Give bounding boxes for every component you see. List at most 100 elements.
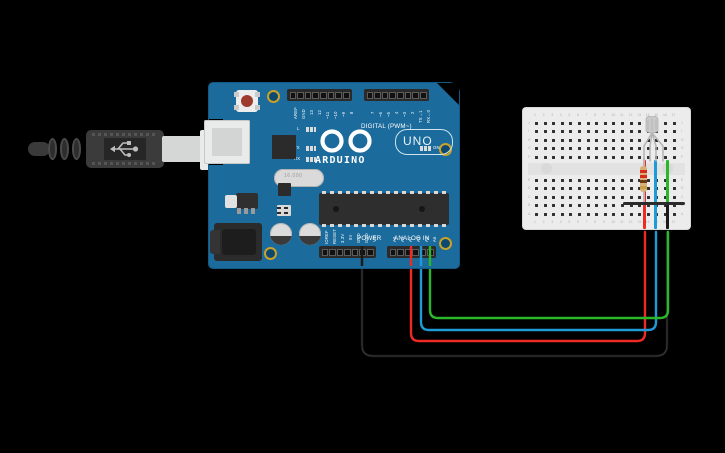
breadboard-hole[interactable]	[543, 187, 547, 191]
breadboard-hole[interactable]	[552, 130, 556, 134]
breadboard-hole[interactable]	[621, 155, 624, 159]
breadboard-hole[interactable]	[552, 122, 556, 125]
breadboard-hole[interactable]	[603, 130, 607, 134]
breadboard-hole[interactable]	[612, 187, 616, 191]
breadboard-hole[interactable]	[578, 195, 581, 199]
breadboard-hole[interactable]	[569, 122, 573, 125]
breadboard-hole[interactable]	[535, 212, 538, 216]
breadboard-hole[interactable]	[638, 147, 642, 151]
bb-wire-gnd[interactable]	[666, 203, 669, 229]
breadboard-hole[interactable]	[552, 179, 556, 182]
digital-header-left[interactable]	[287, 89, 352, 101]
breadboard-hole[interactable]	[629, 122, 633, 125]
breadboard-hole[interactable]	[629, 130, 633, 134]
breadboard-hole[interactable]	[638, 179, 642, 182]
breadboard-hole[interactable]	[672, 122, 676, 125]
breadboard-hole[interactable]	[672, 138, 676, 142]
breadboard-hole[interactable]	[612, 204, 616, 208]
breadboard-hole[interactable]	[646, 187, 650, 191]
breadboard-hole[interactable]	[535, 187, 538, 191]
breadboard-hole[interactable]	[603, 204, 607, 208]
breadboard-hole[interactable]	[655, 155, 659, 159]
breadboard-hole[interactable]	[655, 179, 659, 182]
breadboard-hole[interactable]	[586, 130, 590, 134]
breadboard-hole[interactable]	[603, 179, 607, 182]
breadboard-hole[interactable]	[543, 195, 547, 199]
breadboard-hole[interactable]	[612, 138, 616, 142]
breadboard-hole[interactable]	[560, 138, 564, 142]
breadboard-hole[interactable]	[664, 138, 667, 142]
breadboard-hole[interactable]	[603, 122, 607, 125]
breadboard-hole[interactable]	[535, 195, 538, 199]
breadboard-hole[interactable]	[586, 147, 590, 151]
breadboard-hole[interactable]	[543, 212, 547, 216]
breadboard-hole[interactable]	[621, 195, 624, 199]
breadboard-hole[interactable]	[535, 147, 538, 151]
breadboard-hole[interactable]	[578, 138, 581, 142]
breadboard-hole[interactable]	[629, 138, 633, 142]
breadboard-hole[interactable]	[560, 155, 564, 159]
breadboard-hole[interactable]	[638, 122, 642, 125]
breadboard-hole[interactable]	[578, 179, 581, 182]
breadboard-hole[interactable]	[569, 155, 573, 159]
breadboard-hole[interactable]	[621, 204, 624, 208]
breadboard-hole[interactable]	[552, 147, 556, 151]
breadboard-hole[interactable]	[655, 195, 659, 199]
breadboard-hole[interactable]	[672, 155, 676, 159]
breadboard-hole[interactable]	[552, 195, 556, 199]
rgb-led[interactable]	[629, 116, 677, 162]
breadboard-hole[interactable]	[560, 212, 564, 216]
breadboard-hole[interactable]	[535, 130, 538, 134]
breadboard-hole[interactable]	[578, 130, 581, 134]
breadboard-hole[interactable]	[560, 179, 564, 182]
breadboard-hole[interactable]	[655, 187, 659, 191]
breadboard-hole[interactable]	[629, 204, 633, 208]
breadboard-hole[interactable]	[612, 212, 616, 216]
breadboard-hole[interactable]	[646, 195, 650, 199]
ground-jumper-wire[interactable]	[623, 202, 685, 205]
breadboard-hole[interactable]	[543, 130, 547, 134]
breadboard-hole[interactable]	[603, 195, 607, 199]
breadboard-hole[interactable]	[612, 195, 616, 199]
breadboard-hole[interactable]	[655, 212, 659, 216]
breadboard-hole[interactable]	[586, 179, 590, 182]
breadboard-hole[interactable]	[603, 187, 607, 191]
breadboard-hole[interactable]	[655, 204, 659, 208]
breadboard-hole[interactable]	[612, 130, 616, 134]
barrel-power-jack[interactable]	[210, 223, 262, 261]
breadboard-hole[interactable]	[664, 122, 667, 125]
breadboard-hole[interactable]	[578, 122, 581, 125]
digital-header-right[interactable]	[364, 89, 429, 101]
breadboard-hole[interactable]	[629, 195, 633, 199]
breadboard-hole[interactable]	[569, 212, 573, 216]
usb-type-b-jack[interactable]	[204, 120, 250, 164]
breadboard-hole[interactable]	[664, 187, 667, 191]
breadboard-hole[interactable]	[603, 212, 607, 216]
breadboard-hole[interactable]	[621, 130, 624, 134]
breadboard-hole[interactable]	[672, 187, 676, 191]
breadboard-hole[interactable]	[621, 179, 624, 182]
breadboard-hole[interactable]	[535, 122, 538, 125]
breadboard-hole[interactable]	[586, 187, 590, 191]
breadboard-hole[interactable]	[646, 179, 650, 182]
breadboard-hole[interactable]	[672, 130, 676, 134]
breadboard-hole[interactable]	[569, 138, 573, 142]
breadboard-hole[interactable]	[595, 147, 599, 151]
breadboard-hole[interactable]	[603, 138, 607, 142]
breadboard-hole[interactable]	[560, 187, 564, 191]
breadboard-hole[interactable]	[569, 204, 573, 208]
breadboard-hole[interactable]	[664, 147, 667, 151]
breadboard-hole[interactable]	[655, 138, 659, 142]
breadboard-hole[interactable]	[569, 147, 573, 151]
bb-wire-blue[interactable]	[654, 160, 657, 229]
breadboard-hole[interactable]	[646, 204, 650, 208]
breadboard-hole[interactable]	[578, 155, 581, 159]
breadboard-hole[interactable]	[646, 147, 650, 151]
breadboard-hole[interactable]	[664, 130, 667, 134]
breadboard-hole[interactable]	[586, 195, 590, 199]
breadboard-hole[interactable]	[543, 147, 547, 151]
breadboard-hole[interactable]	[612, 179, 616, 182]
breadboard-hole[interactable]	[629, 155, 633, 159]
breadboard-hole[interactable]	[552, 212, 556, 216]
